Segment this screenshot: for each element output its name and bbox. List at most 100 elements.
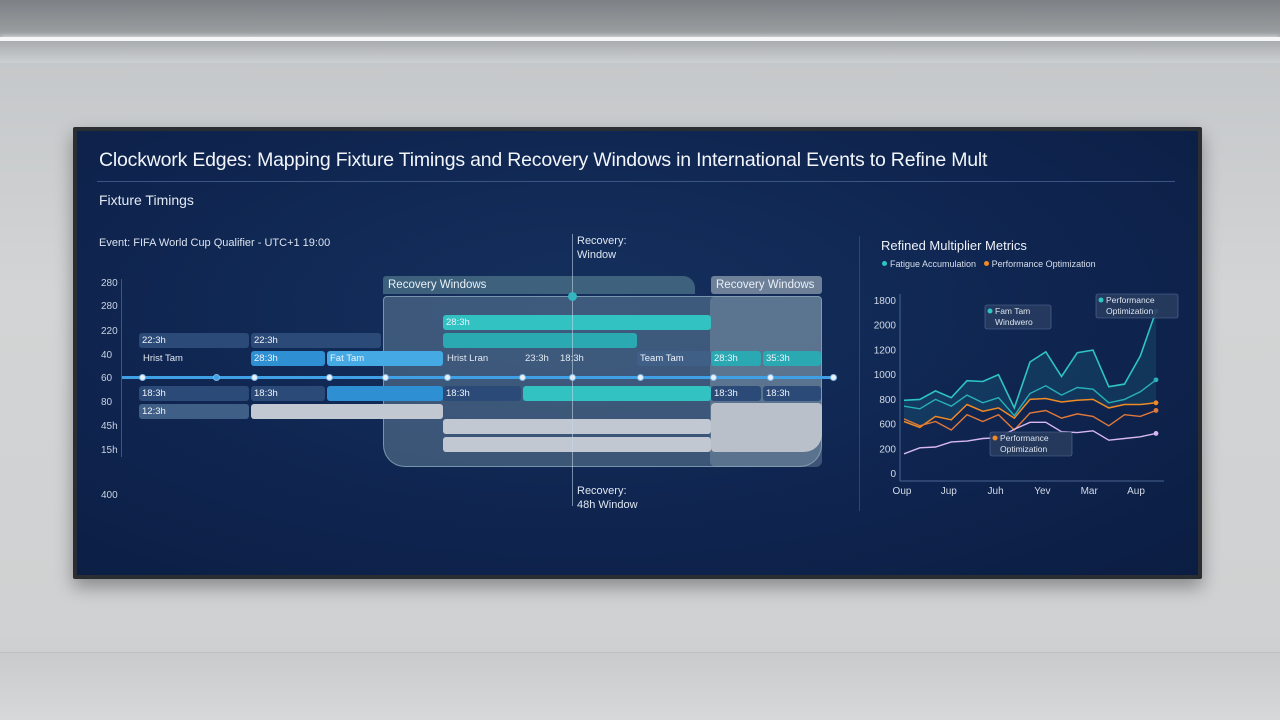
y-tick-label: 280 xyxy=(101,301,118,312)
timeline-node[interactable] xyxy=(830,374,837,381)
dashboard-screen: Clockwork Edges: Mapping Fixture Timings… xyxy=(77,131,1198,575)
x-tick-label: Oup xyxy=(893,486,912,497)
recovery-marker-line xyxy=(572,234,573,506)
x-tick-label: Mar xyxy=(1081,486,1099,497)
ceiling-light-strip xyxy=(0,37,1280,41)
fixture-label: Hrist Lran xyxy=(447,353,489,364)
fixture-label: Hrist Tam xyxy=(143,353,183,364)
chart-annotation-box xyxy=(984,304,1052,330)
fixture-bar[interactable]: 22:3h xyxy=(139,333,249,348)
fixture-bar[interactable]: 18:3h xyxy=(251,386,325,401)
panel-divider xyxy=(859,236,860,511)
series-line xyxy=(903,397,1157,429)
chart-annotation-dot xyxy=(1098,297,1104,303)
series-endpoint xyxy=(1153,431,1159,436)
fixture-bar[interactable]: 22:3h xyxy=(251,333,381,348)
chart-annotation-dot xyxy=(987,308,993,314)
ceiling-shadow xyxy=(0,41,1280,63)
fixture-bar[interactable]: Team Tam xyxy=(637,351,711,366)
series-endpoint xyxy=(1153,377,1159,383)
y-tick-label: 200 xyxy=(879,444,896,455)
legend-item: Performance Optimization xyxy=(991,259,1096,269)
recovery-marker-line2: 48h Window xyxy=(577,499,638,511)
series-line xyxy=(903,379,1157,417)
series-endpoint xyxy=(1153,408,1159,413)
floor xyxy=(0,652,1280,720)
timeline-node[interactable] xyxy=(251,374,258,381)
legend-item: Fatigue Accumulation xyxy=(890,259,977,269)
chart-annotation-box xyxy=(989,431,1073,457)
fixture-label: 23:3h xyxy=(525,353,549,364)
chart-annotation-dot xyxy=(992,435,998,441)
timeline-node[interactable] xyxy=(326,374,333,381)
timeline-node[interactable] xyxy=(139,374,146,381)
series-line xyxy=(903,421,1157,455)
recovery-marker-line2: Window xyxy=(577,249,617,261)
y-tick-label: 220 xyxy=(101,326,118,337)
series-endpoint xyxy=(1153,400,1159,406)
y-tick-label: 0 xyxy=(890,469,896,480)
timeline-axis xyxy=(122,376,834,379)
timeline-node[interactable] xyxy=(767,374,774,381)
timeline-node[interactable] xyxy=(710,374,717,381)
x-tick-label: Yev xyxy=(1034,486,1050,497)
fixture-bar[interactable]: 12:3h xyxy=(139,404,249,419)
y-tick-label: 280 xyxy=(101,278,118,289)
metrics-legend: Fatigue Accumulation Performance Optimiz… xyxy=(882,259,1096,269)
recovery-marker-line1: Recovery: xyxy=(577,485,627,497)
recovery-bar[interactable] xyxy=(251,404,443,419)
event-label: Event: FIFA World Cup Qualifier - UTC+1 … xyxy=(99,237,331,249)
legend-dot-icon xyxy=(983,261,989,266)
timeline-node[interactable] xyxy=(382,374,389,381)
timeline-node[interactable] xyxy=(519,374,526,381)
y-tick-label: 1000 xyxy=(874,370,897,381)
metrics-title: Refined Multiplier Metrics xyxy=(881,238,1027,253)
y-tick-label: 2000 xyxy=(874,321,897,332)
fixture-bar[interactable]: 28:3h xyxy=(251,351,325,366)
chart-annotation-box xyxy=(1095,293,1179,319)
section-label: Fixture Timings xyxy=(99,192,194,208)
fixture-bar[interactable]: 18:3h xyxy=(139,386,249,401)
fixture-bar[interactable]: 18:3h xyxy=(443,386,521,401)
y-tick-label: 40 xyxy=(101,350,113,361)
y-tick-label: 80 xyxy=(101,397,113,408)
fixture-bar[interactable]: 28:3h xyxy=(443,315,711,330)
recovery-block[interactable] xyxy=(711,403,822,452)
y-tick-label: 60 xyxy=(101,373,113,384)
timeline-node[interactable] xyxy=(637,374,644,381)
recovery-bar[interactable] xyxy=(443,437,711,452)
y-tick-label: 400 xyxy=(101,490,118,501)
y-tick-label: 800 xyxy=(879,395,896,406)
fixture-bar[interactable] xyxy=(523,386,711,401)
x-tick-label: Juh xyxy=(988,486,1004,497)
recovery-bar[interactable] xyxy=(443,419,711,434)
title-divider xyxy=(97,181,1175,182)
y-tick-label: 600 xyxy=(879,420,896,431)
y-tick-label: 1200 xyxy=(874,345,897,356)
y-tick-label: 45h xyxy=(101,421,118,432)
fixture-bar[interactable] xyxy=(327,386,443,401)
x-tick-label: Jup xyxy=(941,486,958,497)
fixture-bar[interactable]: 35:3h xyxy=(763,351,821,366)
series-line xyxy=(903,409,1157,432)
fixture-bar[interactable]: Fat Tam xyxy=(327,351,443,366)
recovery-marker-line1: Recovery: xyxy=(577,235,627,247)
fixture-bar[interactable] xyxy=(443,333,637,348)
x-tick-label: Aup xyxy=(1127,486,1145,497)
fixture-bar[interactable]: 18:3h xyxy=(763,386,821,401)
recovery-marker-label: Recovery: Window xyxy=(577,234,627,262)
series-area xyxy=(904,311,1156,428)
fixture-bar[interactable]: 28:3h xyxy=(711,351,761,366)
y-tick-label: 15h xyxy=(101,445,118,456)
fixture-bar[interactable]: 18:3h xyxy=(711,386,761,401)
timeline-node[interactable] xyxy=(213,374,220,381)
series-line xyxy=(903,310,1157,411)
legend-dot-icon xyxy=(882,261,887,266)
recovery-marker-node[interactable] xyxy=(568,292,577,301)
timeline-node[interactable] xyxy=(444,374,451,381)
fixture-label: 18:3h xyxy=(560,353,584,364)
